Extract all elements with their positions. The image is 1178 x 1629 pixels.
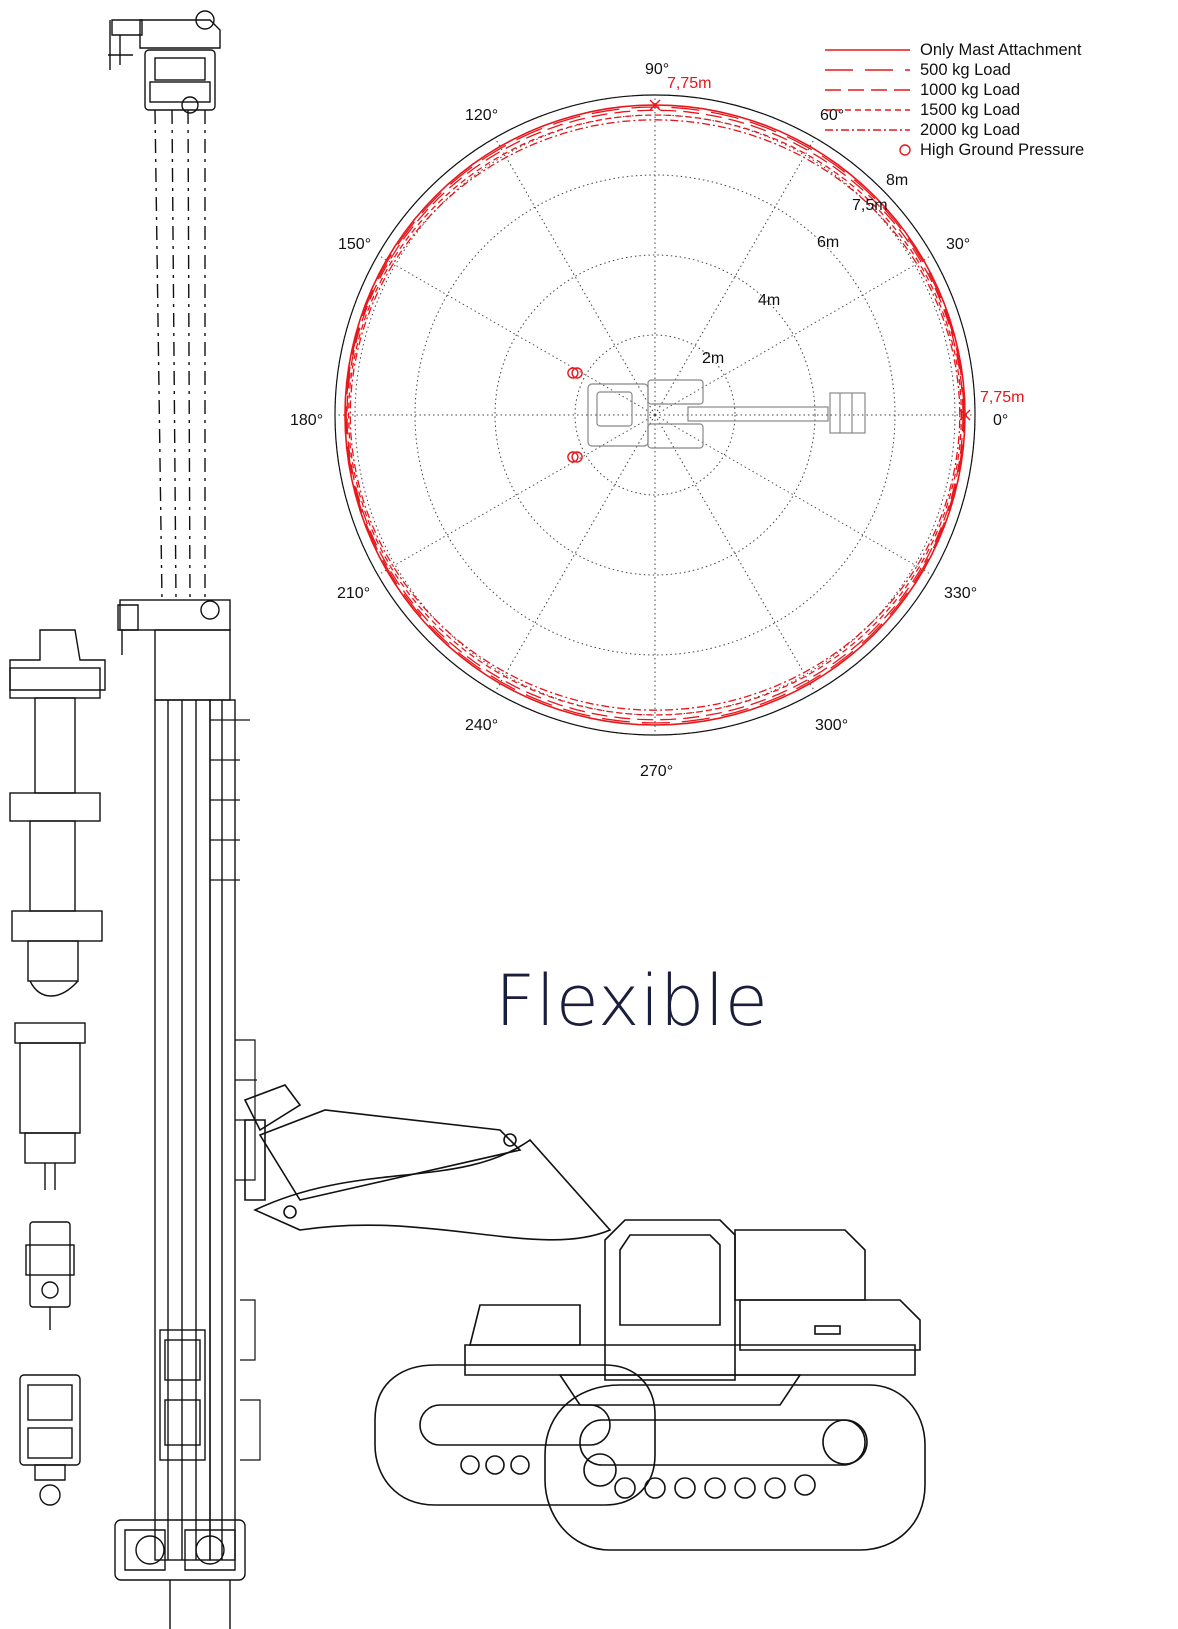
angle-label-240: 240°: [465, 717, 498, 734]
max-reach-label: 7,75m: [667, 75, 711, 92]
spoke-line: [654, 414, 816, 693]
headline: Flexible: [495, 960, 768, 1042]
drifter-tool: [25, 1221, 75, 1330]
ring-4m: [494, 254, 816, 576]
angle-label-90: 90°: [645, 61, 669, 78]
polar-reach-chart: 7,75m 7,75m 0° 30° 60° 90° 120° 150° 180° 210° 240…: [290, 61, 1024, 780]
legend-label: 1000 kg Load: [920, 81, 1020, 99]
clamp-tool: [19, 1374, 81, 1506]
angle-label-180: 180°: [290, 412, 323, 429]
hammer-tool: [14, 1022, 86, 1190]
ring-label: 7,5m: [852, 197, 888, 214]
ground-pressure-point: [571, 451, 583, 463]
circle-icon: [899, 144, 911, 156]
legend: Only Mast Attachment 500 kg Load 1000 kg L…: [825, 41, 1084, 159]
legend-item: High Ground Pressure: [899, 141, 1084, 159]
angle-label-150: 150°: [338, 236, 371, 253]
excavator-illustration: [243, 1084, 926, 1551]
angle-label-210: 210°: [337, 585, 370, 602]
ring-label: 8m: [886, 172, 908, 189]
ground-pressure-point: [567, 451, 579, 463]
legend-label: High Ground Pressure: [920, 141, 1084, 159]
legend-item: 1500 kg Load: [825, 101, 1020, 119]
legend-item: Only Mast Attachment: [825, 41, 1082, 59]
max-reach-label: 7,75m: [980, 389, 1024, 406]
legend-label: 2000 kg Load: [920, 121, 1020, 139]
legend-item: 2000 kg Load: [825, 121, 1020, 139]
legend-item: 1000 kg Load: [825, 81, 1020, 99]
max-reach-marker: [959, 409, 971, 421]
ground-pressure-point: [571, 367, 583, 379]
angle-label-30: 30°: [946, 236, 970, 253]
legend-label: 500 kg Load: [920, 61, 1011, 79]
spoke-line: [654, 137, 816, 416]
angle-label-330: 330°: [944, 585, 977, 602]
spoke-line: [654, 254, 933, 416]
angle-label-120: 120°: [465, 107, 498, 124]
drill-mast-illustration: [108, 10, 261, 1629]
ground-pressure-point: [567, 367, 579, 379]
spoke-line: [494, 414, 656, 693]
reach-curve-1: [344, 104, 966, 726]
ring-label: 4m: [758, 292, 780, 309]
angle-label-60: 60°: [820, 107, 844, 124]
machine-top-view: [587, 379, 866, 449]
ring-label: 2m: [702, 350, 724, 367]
spoke-line: [654, 414, 933, 576]
reach-curve-4: [347, 114, 963, 716]
legend-label: Only Mast Attachment: [920, 41, 1082, 59]
legend-item: 500 kg Load: [825, 61, 1011, 79]
reach-curve-5: [349, 119, 961, 711]
rotary-head-tool: [9, 629, 106, 997]
ring-7,5m: [354, 114, 956, 716]
reach-curve-2: [345, 106, 965, 724]
angle-label-270: 270°: [640, 763, 673, 780]
spoke-line: [494, 137, 656, 416]
spoke-line: [377, 414, 656, 576]
angle-label-300: 300°: [815, 717, 848, 734]
ring-2m: [574, 334, 736, 496]
ring-label: 6m: [817, 234, 839, 251]
max-reach-marker: [649, 99, 661, 111]
outer-boundary: [334, 94, 976, 736]
angle-label-0: 0°: [993, 412, 1008, 429]
legend-label: 1500 kg Load: [920, 101, 1020, 119]
spoke-line: [377, 254, 656, 416]
